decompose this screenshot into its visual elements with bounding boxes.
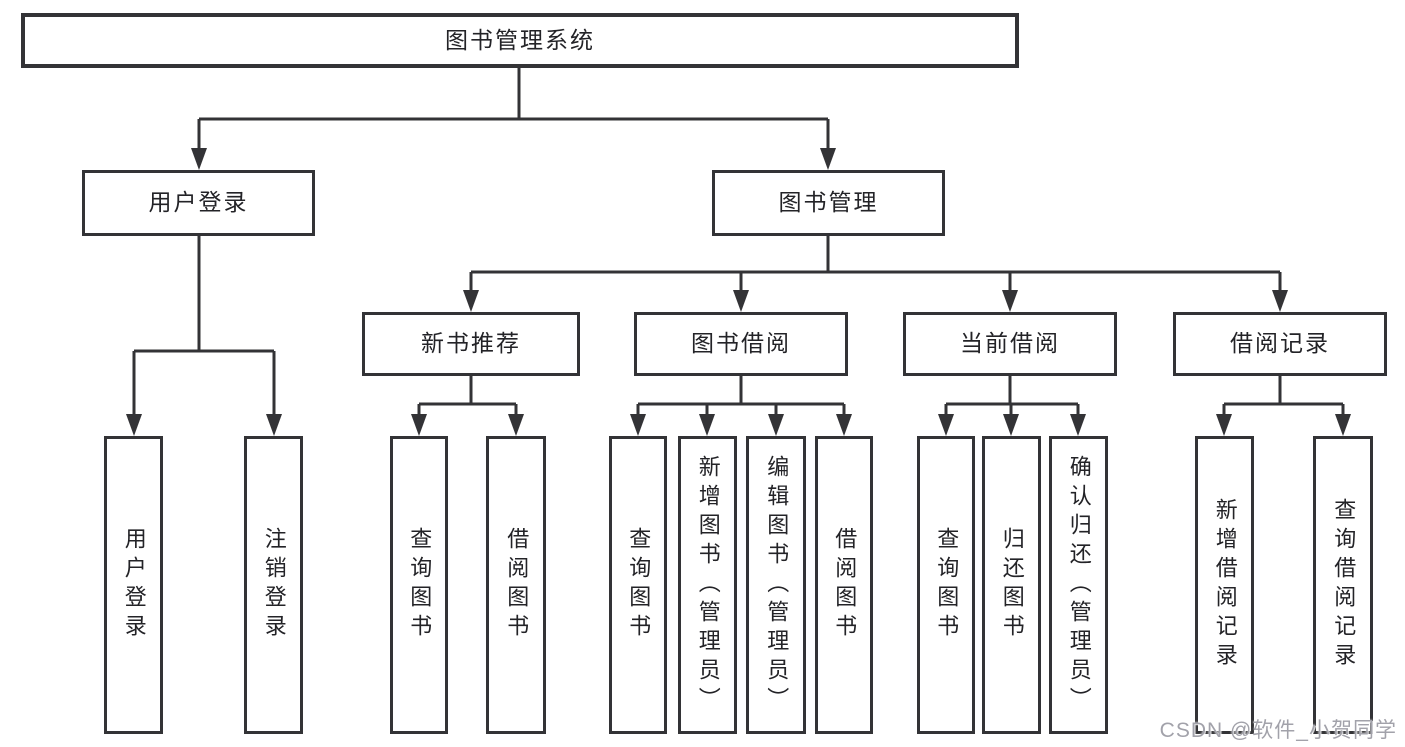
leaf-add-book-admin: 新增图书（管理员） (678, 436, 737, 734)
leaf-query-books-borrowing: 查询图书 (609, 436, 667, 734)
node-user-login: 用户登录 (82, 170, 315, 236)
leaf-edit-book-admin: 编辑图书（管理员） (746, 436, 806, 734)
leaf-add-borrow-record: 新增借阅记录 (1195, 436, 1254, 734)
arrowhead-icons (126, 148, 1351, 436)
node-current-borrowing: 当前借阅 (903, 312, 1117, 376)
csdn-watermark: CSDN @软件_小贺同学 (1159, 719, 1397, 742)
leaf-borrow-books-borrowing: 借阅图书 (815, 436, 873, 734)
node-book-management: 图书管理 (712, 170, 945, 236)
node-borrowing-records: 借阅记录 (1173, 312, 1387, 376)
connector-lines (132, 68, 1345, 414)
leaf-logout: 注销登录 (244, 436, 303, 734)
leaf-borrow-books-recommend: 借阅图书 (486, 436, 546, 734)
leaf-confirm-return-admin: 确认归还（管理员） (1049, 436, 1108, 734)
leaf-query-books-current: 查询图书 (917, 436, 975, 734)
leaf-query-books-recommend: 查询图书 (390, 436, 448, 734)
node-book-borrowing: 图书借阅 (634, 312, 848, 376)
leaf-query-borrow-record: 查询借阅记录 (1313, 436, 1373, 734)
node-new-book-recommend: 新书推荐 (362, 312, 580, 376)
leaf-return-book: 归还图书 (982, 436, 1041, 734)
node-library-management-system: 图书管理系统 (21, 13, 1019, 68)
leaf-user-login: 用户登录 (104, 436, 163, 734)
